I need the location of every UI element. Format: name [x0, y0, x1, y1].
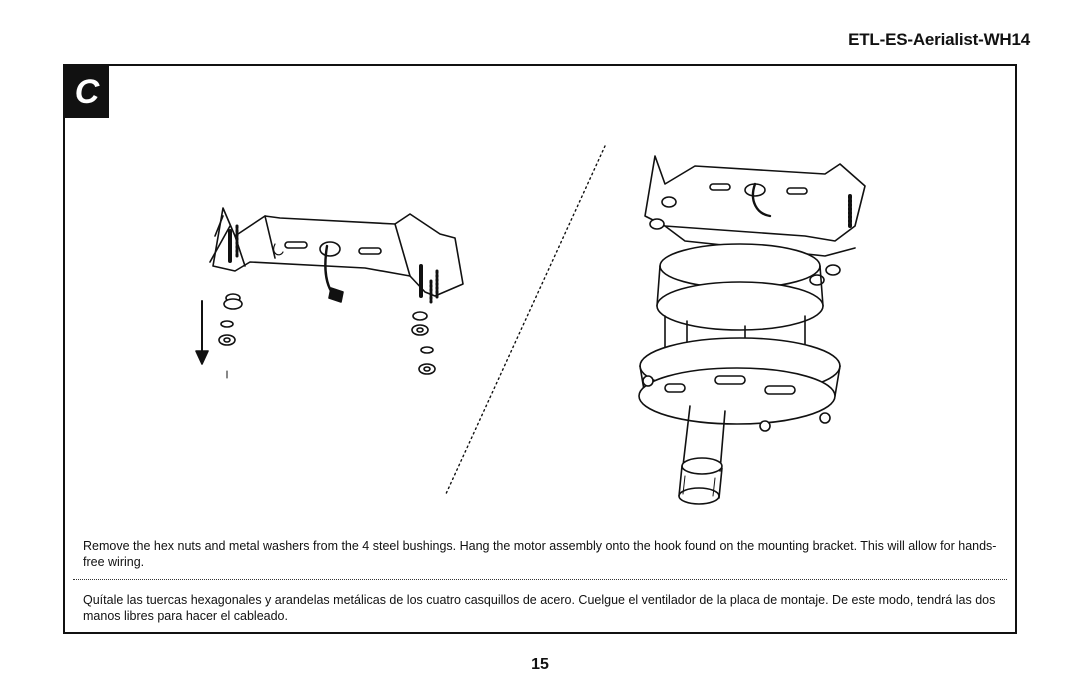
- mounting-bracket-drawing: [209, 207, 464, 304]
- motor-assembly-drawing: [638, 155, 866, 505]
- instruction-text-english: Remove the hex nuts and metal washers fr…: [83, 539, 997, 569]
- down-arrow-icon: [195, 300, 209, 365]
- hardware-stack-right: [411, 311, 436, 375]
- instruction-text-spanish: Quítale las tuercas hexagonales y arande…: [83, 593, 996, 623]
- hardware-stack-left: [218, 293, 243, 379]
- caption-divider: [73, 579, 1007, 580]
- document-code: ETL-ES-Aerialist-WH14: [848, 30, 1030, 49]
- instruction-frame: C: [63, 64, 1017, 634]
- step-tab: C: [65, 66, 109, 118]
- page-number: 15: [531, 656, 549, 673]
- diagonal-separator: [444, 145, 606, 497]
- installation-illustration: [195, 145, 866, 505]
